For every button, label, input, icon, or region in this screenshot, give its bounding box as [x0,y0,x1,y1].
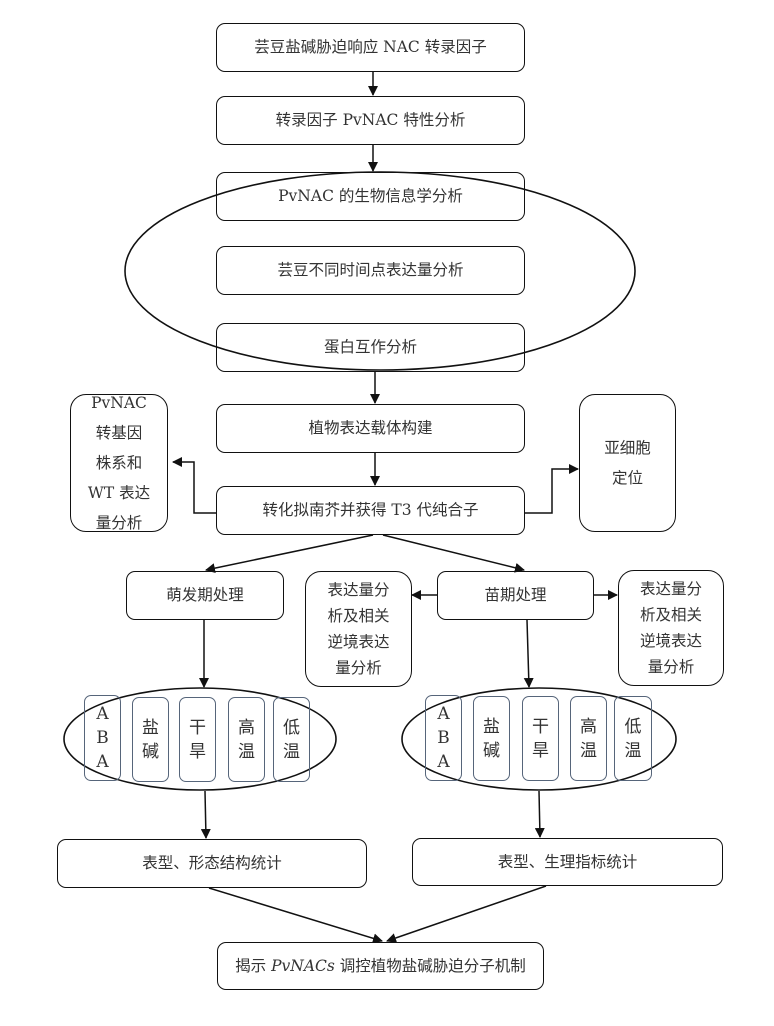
char: 干 [189,717,206,738]
line: 量分析 [95,514,143,532]
node-label: 芸豆盐碱胁迫响应 NAC 转录因子 [254,38,487,57]
arrow-seedling-treatments [523,619,534,688]
node-label: 苗期处理 [484,586,547,605]
node-subcellular-localization: 亚细胞 定位 [579,394,676,532]
node-morphology-statistics: 表型、形态结构统计 [57,839,367,888]
node-label: 揭示 PvNACs 调控植物盐碱胁迫分子机制 [235,957,526,976]
arrow-right-result-final [386,885,547,943]
node-pvnac-characteristics: 转录因子 PvNAC 特性分析 [216,96,525,145]
seedling-treatments-ellipse [401,687,677,791]
treatment-drought: 干 旱 [179,697,216,782]
char: 盐 [483,716,500,737]
line: 析及相关 [327,607,390,625]
treatment-high-temp: 高 温 [570,696,607,781]
treatment-saline-alkali: 盐 碱 [473,696,510,781]
line: 量分析 [335,659,382,677]
node-seedling-expression-left: 表达量分 析及相关 逆境表达 量分析 [305,571,412,687]
node-seedling-treatment: 苗期处理 [437,571,594,620]
gene-name: PvNACs [271,956,335,975]
node-expression-timepoints: 芸豆不同时间点表达量分析 [216,246,525,295]
node-protein-interaction: 蛋白互作分析 [216,323,525,372]
char: 温 [580,740,597,761]
treatment-low-temp: 低 温 [614,696,652,781]
node-final-mechanism: 揭示 PvNACs 调控植物盐碱胁迫分子机制 [217,942,544,990]
line: 逆境表达 [327,633,390,651]
arrow-n7-germination [205,534,374,574]
char: A [96,704,109,724]
arrow-n7-side-right [525,464,579,514]
char: A [437,704,450,724]
arrow-seedling-result [534,790,545,838]
germination-treatments-ellipse [63,687,337,791]
line: 株系和 [95,454,143,472]
node-vector-construction: 植物表达载体构建 [216,404,525,453]
char: 低 [283,717,300,738]
char: 旱 [532,740,549,761]
line: WT 表达 [87,484,151,502]
text: 揭示 [235,956,272,975]
char: 碱 [483,740,500,761]
line: 逆境表达 [639,632,702,650]
node-label: 芸豆不同时间点表达量分析 [277,261,464,280]
node-nac-tf: 芸豆盐碱胁迫响应 NAC 转录因子 [216,23,525,72]
arrow-germination-result [200,790,211,839]
line: 表达量分 [327,581,390,599]
node-label: 蛋白互作分析 [323,338,417,357]
node-label: 转录因子 PvNAC 特性分析 [275,111,466,130]
line: 转基因 [95,424,143,442]
treatment-aba: A B A [84,695,121,781]
char: 温 [624,740,642,761]
node-label: 转化拟南芥并获得 T3 代纯合子 [262,501,479,520]
char: 盐 [142,717,159,738]
node-label: 植物表达载体构建 [308,419,433,438]
line: 定位 [611,469,643,487]
char: A [96,752,109,772]
treatment-aba: A B A [425,695,462,781]
line: 亚细胞 [604,439,651,457]
arrow-n7-seedling [382,534,525,573]
line: 表达量分 [639,580,702,598]
char: 干 [532,716,549,737]
char: B [96,728,109,748]
char: 旱 [189,741,206,762]
treatment-high-temp: 高 温 [228,697,265,782]
char: 温 [283,741,300,762]
node-seedling-expression-right: 表达量分 析及相关 逆境表达 量分析 [618,570,724,686]
arrow-n7-side-left [172,457,216,514]
node-arabidopsis-transformation: 转化拟南芥并获得 T3 代纯合子 [216,486,525,535]
node-label: 萌发期处理 [166,586,244,605]
node-label: PvNAC 的生物信息学分析 [278,187,463,206]
treatment-drought: 干 旱 [522,696,559,781]
node-label: 表型、生理指标统计 [497,852,638,871]
treatment-saline-alkali: 盐 碱 [132,697,169,782]
arrow-left-result-final [208,887,383,944]
char: 高 [580,716,597,737]
char: B [437,728,450,748]
treatment-low-temp: 低 温 [273,697,310,782]
line: PvNAC [91,394,147,412]
line: 量分析 [647,658,695,676]
node-physiology-statistics: 表型、生理指标统计 [412,838,723,886]
node-label: 表型、形态结构统计 [142,854,282,873]
node-germination-treatment: 萌发期处理 [126,571,284,620]
text: 调控植物盐碱胁迫分子机制 [334,956,526,975]
char: 低 [624,716,642,737]
char: A [437,752,450,772]
node-transgenic-expression: PvNAC 转基因 株系和 WT 表达 量分析 [70,394,168,532]
line: 析及相关 [639,606,702,624]
node-bioinformatics: PvNAC 的生物信息学分析 [216,172,525,221]
char: 高 [238,717,255,738]
char: 碱 [142,741,159,762]
char: 温 [238,741,255,762]
